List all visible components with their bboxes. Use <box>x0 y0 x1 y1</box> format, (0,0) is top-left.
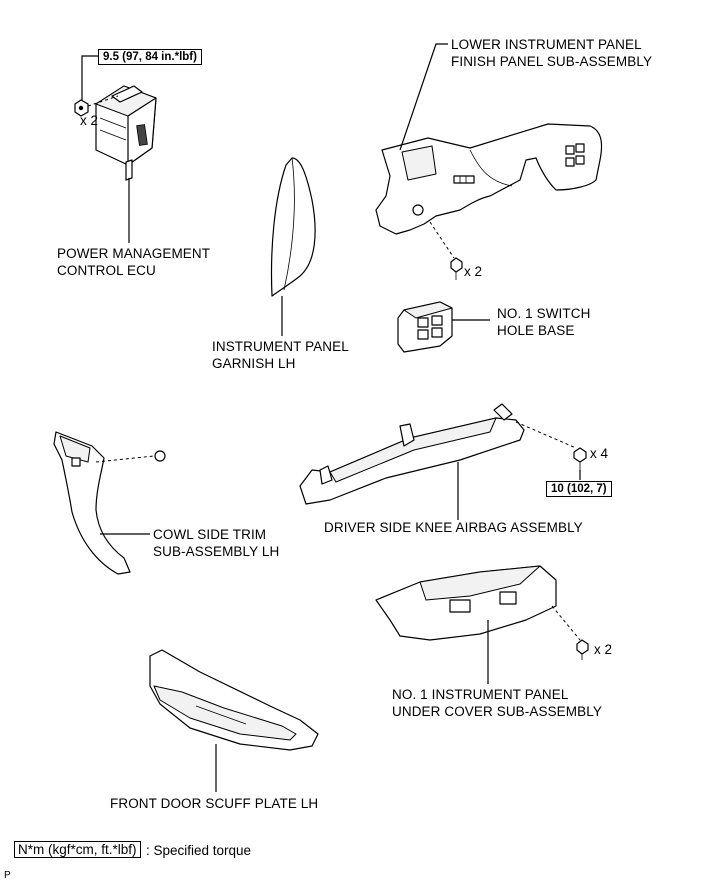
cover-screw-quantity: x 2 <box>594 642 613 657</box>
knee-airbag-label: DRIVER SIDE KNEE AIRBAG ASSEMBLY <box>324 520 583 535</box>
scuff-plate-drawing <box>149 649 319 792</box>
torque-legend-text: : Specified torque <box>146 843 252 858</box>
lower-instrument-panel-drawing <box>375 43 603 280</box>
airbag-bolt <box>573 447 587 470</box>
panel-screw-quantity: x 2 <box>464 264 483 279</box>
lower-panel-label: LOWER INSTRUMENT PANEL FINISH PANEL SUB-… <box>451 37 653 69</box>
cowl-trim-label: COWL SIDE TRIM SUB-ASSEMBLY LH <box>153 527 280 559</box>
instrument-panel-garnish-drawing <box>270 157 316 336</box>
page-code: P <box>4 870 11 881</box>
switch-base-label: NO. 1 SWITCH HOLE BASE <box>497 306 591 338</box>
airbag-bolt-torque-box: 10 (102, 7) <box>546 481 612 497</box>
cowl-side-trim-drawing <box>53 431 166 575</box>
switch-hole-base-drawing <box>397 301 490 353</box>
under-cover-drawing <box>375 565 589 684</box>
power-management-ecu-drawing <box>74 55 157 243</box>
switch-openings <box>565 143 585 167</box>
under-cover-label: NO. 1 INSTRUMENT PANEL UNDER COVER SUB-A… <box>392 687 602 719</box>
garnish-label: INSTRUMENT PANEL GARNISH LH <box>212 339 349 371</box>
scuff-plate-label: FRONT DOOR SCUFF PLATE LH <box>110 796 319 811</box>
power-ecu-label: POWER MANAGEMENT CONTROL ECU <box>57 246 211 278</box>
airbag-bolt-quantity: x 4 <box>590 446 609 461</box>
cover-screw <box>576 639 589 660</box>
torque-unit-legend-box: N*m (kgf*cm, ft.*lbf) <box>14 841 141 858</box>
ecu-nut-quantity: x 2 <box>80 113 99 128</box>
ecu-nut <box>74 99 89 117</box>
knee-airbag-drawing <box>299 403 587 520</box>
panel-screw <box>450 257 463 280</box>
ecu-nut-torque-box: 9.5 (97, 84 in.*lbf) <box>98 49 202 65</box>
